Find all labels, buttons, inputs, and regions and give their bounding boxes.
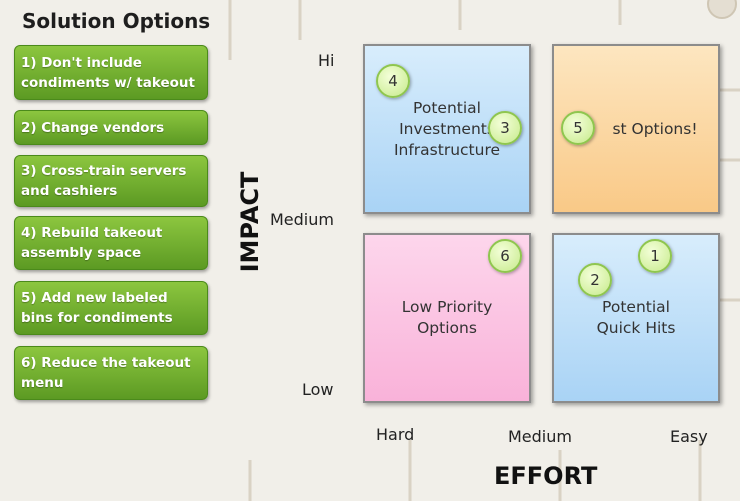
option-label-4: 4) Rebuild takeout assembly space — [21, 225, 163, 261]
effort-tick-hard: Hard — [376, 425, 415, 444]
option-label-2: 2) Change vendors — [21, 119, 165, 136]
option-button-1[interactable]: 1) Don't include condiments w/ takeout — [14, 45, 208, 100]
option-badge-4: 4 — [376, 64, 410, 98]
quadrant-label: Low Priority Options — [401, 298, 493, 337]
quadrant-label: Potential Quick Hits — [596, 298, 676, 337]
option-label-6: 6) Reduce the takeout menu — [21, 355, 191, 391]
option-label-1: 1) Don't include condiments w/ takeout — [21, 54, 195, 91]
effort-axis-title: EFFORT — [494, 462, 598, 490]
impact-tick-medium: Medium — [270, 210, 334, 229]
quadrant-low-priority: Low Priority Options — [363, 233, 531, 403]
quadrant-label: Potential Investments Infrastructure — [393, 98, 501, 159]
option-button-3[interactable]: 3) Cross-train servers and cashiers — [14, 155, 208, 207]
option-button-6[interactable]: 6) Reduce the takeout menu — [14, 346, 208, 400]
option-badge-6: 6 — [488, 239, 522, 273]
option-button-5[interactable]: 5) Add new labeled bins for condiments — [14, 281, 208, 335]
impact-tick-hi: Hi — [318, 51, 335, 70]
option-label-5: 5) Add new labeled bins for condiments — [21, 290, 173, 326]
effort-tick-easy: Easy — [670, 427, 708, 446]
option-badge-5: 5 — [561, 111, 595, 145]
option-badge-1: 1 — [638, 239, 672, 273]
option-badge-3: 3 — [488, 111, 522, 145]
impact-tick-low: Low — [302, 380, 334, 399]
quadrant-label: st Options! — [612, 119, 698, 138]
page-title: Solution Options — [22, 9, 211, 33]
option-badge-2: 2 — [578, 263, 612, 297]
impact-axis-title: IMPACT — [236, 171, 264, 273]
option-button-4[interactable]: 4) Rebuild takeout assembly space — [14, 216, 208, 270]
quadrant-quick-hits: Potential Quick Hits — [552, 233, 720, 403]
option-button-2[interactable]: 2) Change vendors — [14, 110, 208, 145]
option-label-3: 3) Cross-train servers and cashiers — [21, 163, 187, 199]
effort-tick-medium: Medium — [508, 427, 572, 446]
